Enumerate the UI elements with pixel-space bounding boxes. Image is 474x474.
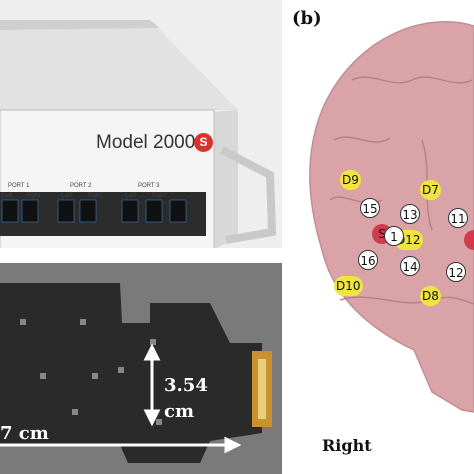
- channel-11: 11: [448, 208, 468, 228]
- pad-width-value: 3.54: [164, 375, 208, 396]
- brain-illustration: [309, 21, 474, 413]
- port-1-label: PORT 1: [8, 183, 30, 189]
- view-label: Right: [322, 436, 372, 455]
- channel-15: 15: [360, 198, 380, 218]
- channel-14: 14: [400, 256, 420, 276]
- device-photo: Model 2000 S PORT 1 Left Right PORT 2 Le…: [0, 0, 282, 262]
- channel-12: 12: [446, 262, 466, 282]
- port-1-left: Left: [2, 193, 13, 199]
- port-1-right: Right: [26, 193, 41, 199]
- port-2-left: Left: [62, 193, 73, 199]
- brain-figure: (b) D9 D7 D12 D10 D8 15 13 11 S 1 16 14 …: [282, 0, 474, 474]
- device-illustration: [0, 0, 282, 262]
- model-text: Model 2000: [96, 132, 196, 153]
- port-2-right: Right: [88, 193, 103, 199]
- panel-label: (b): [292, 8, 322, 29]
- channel-16: 16: [358, 250, 378, 270]
- pad-photo: 3.54 cm 7 cm: [0, 263, 282, 474]
- detector-d7: D7: [420, 180, 441, 200]
- detector-d10: D10: [334, 276, 363, 296]
- pad-illustration: [0, 263, 282, 474]
- port-2-label: PORT 2: [70, 183, 92, 189]
- port-3-label: PORT 3: [138, 183, 160, 189]
- channel-13: 13: [400, 204, 420, 224]
- pad-width-unit: cm: [164, 401, 195, 422]
- pad-length-label: 7 cm: [0, 423, 49, 444]
- detector-d9: D9: [340, 170, 361, 190]
- port-3-left: Left: [126, 193, 137, 199]
- model-badge: S: [194, 133, 213, 152]
- port-3-right: Right: [152, 193, 167, 199]
- detector-d8: D8: [420, 286, 441, 306]
- channel-1: 1: [384, 226, 404, 246]
